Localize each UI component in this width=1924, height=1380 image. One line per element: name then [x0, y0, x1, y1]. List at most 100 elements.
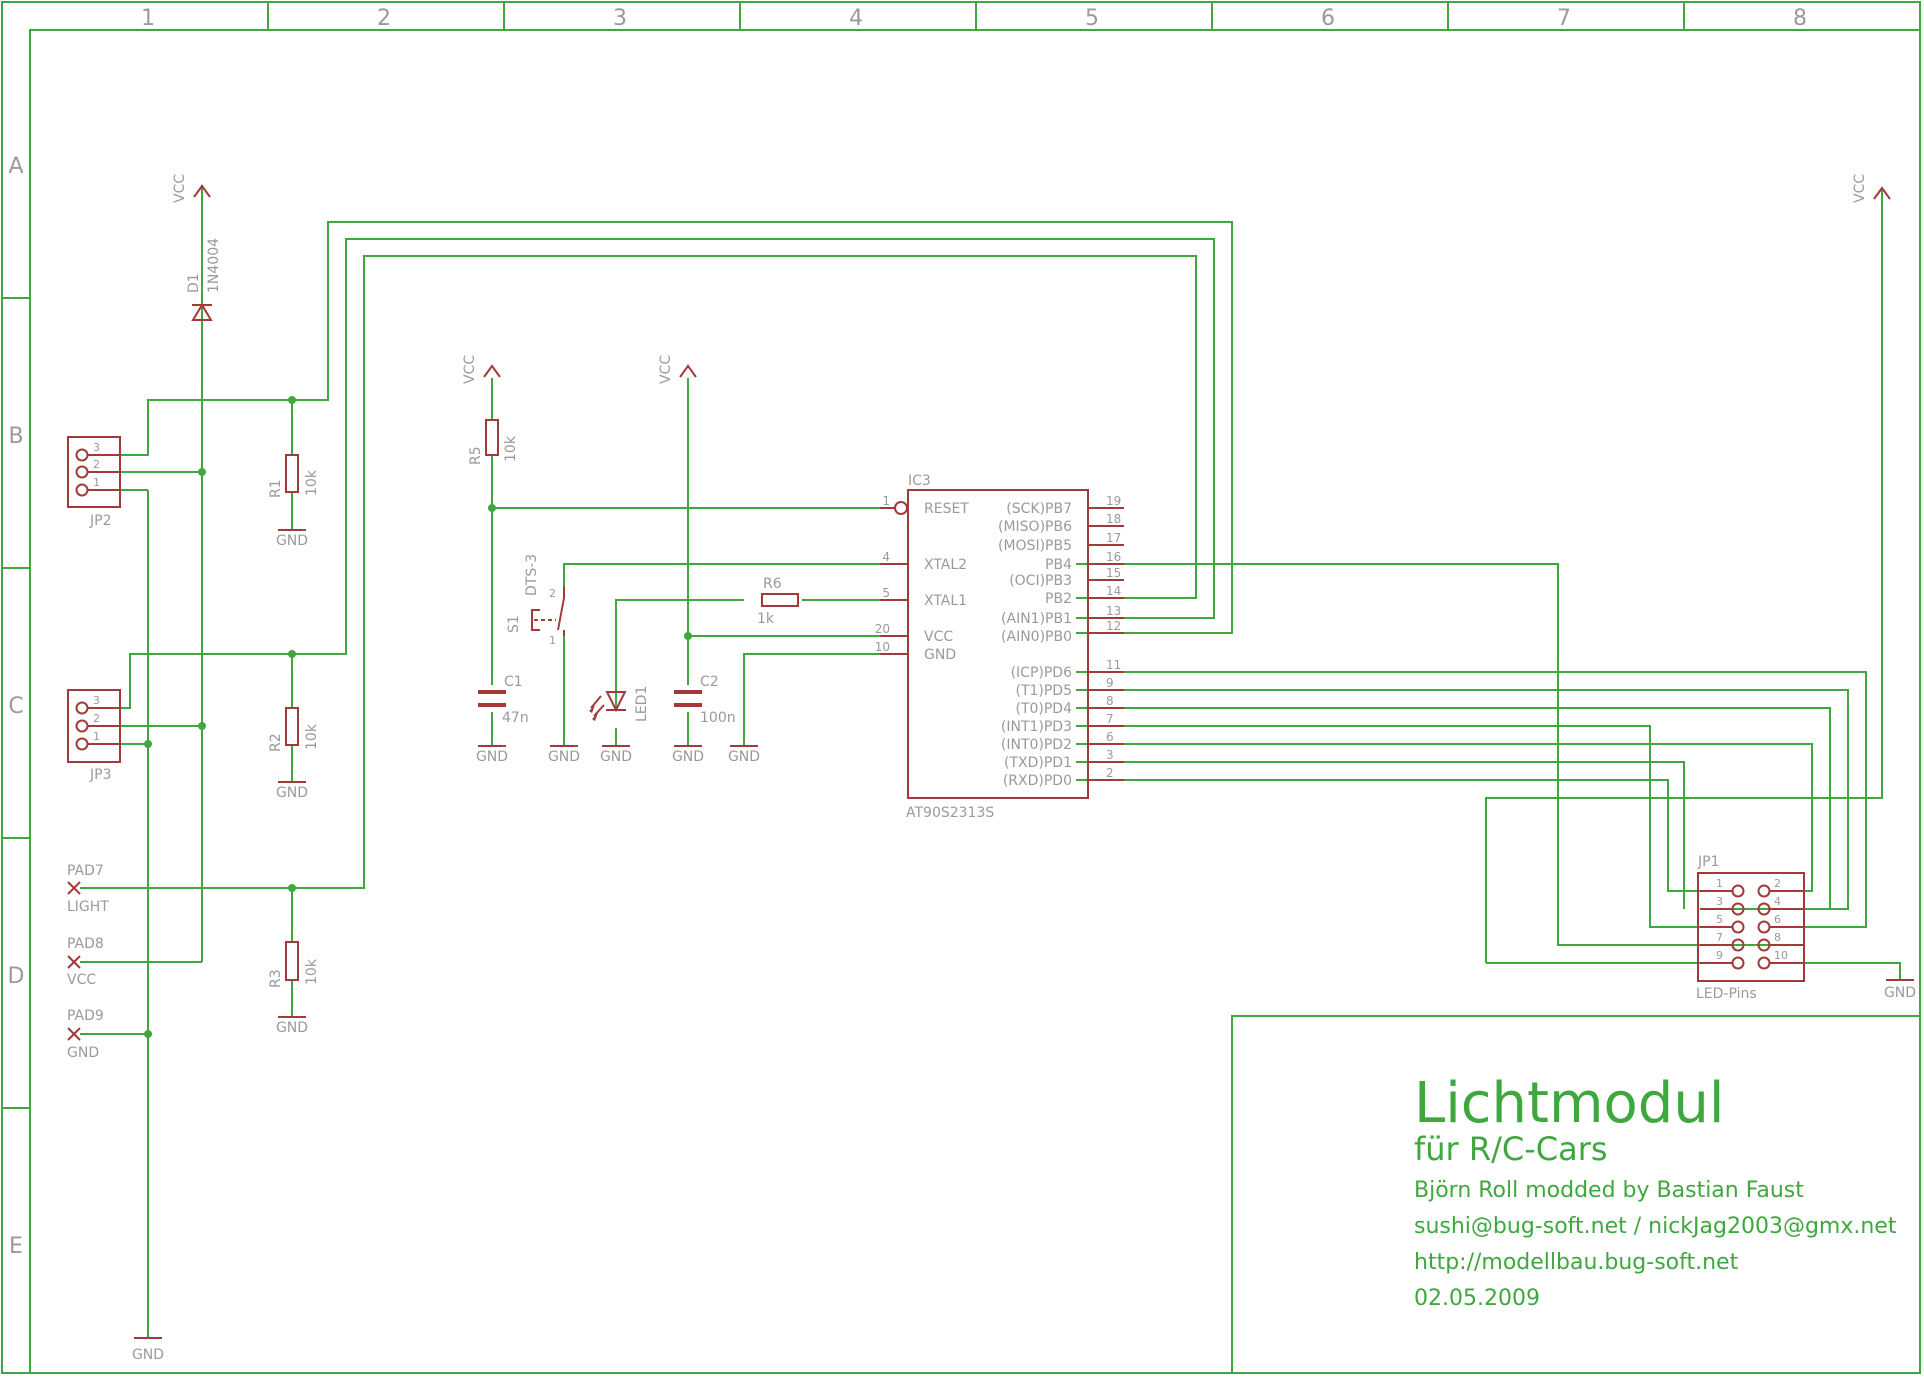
svg-text:XTAL1: XTAL1 — [924, 593, 967, 609]
svg-text:C1: C1 — [504, 674, 523, 690]
svg-text:2: 2 — [1106, 766, 1114, 780]
frame-col-1: 1 — [141, 6, 155, 31]
svg-text:PAD9: PAD9 — [67, 1008, 104, 1024]
svg-text:C2: C2 — [700, 674, 719, 690]
frame-col-7: 7 — [1557, 6, 1571, 31]
gnd-c2: GND — [672, 745, 704, 765]
vcc-symbol-jp1: VCC — [1852, 174, 1891, 203]
svg-text:PB2: PB2 — [1045, 591, 1072, 607]
svg-text:JP2: JP2 — [89, 513, 111, 529]
svg-text:VCC: VCC — [462, 355, 478, 384]
svg-text:GND: GND — [276, 533, 308, 549]
svg-text:2: 2 — [93, 712, 100, 725]
svg-text:19: 19 — [1106, 494, 1121, 508]
capacitor-c2: C2 100n — [674, 674, 736, 726]
frame-row-d: D — [8, 964, 25, 989]
frame-col-4: 4 — [849, 6, 863, 31]
svg-text:2: 2 — [549, 587, 556, 600]
svg-text:5: 5 — [882, 586, 890, 600]
svg-text:1: 1 — [93, 476, 100, 489]
pad8: PAD8 VCC — [67, 936, 104, 988]
svg-text:4: 4 — [882, 550, 890, 564]
svg-text:(AIN0)PB0: (AIN0)PB0 — [1001, 629, 1072, 645]
svg-text:GND: GND — [728, 749, 760, 765]
gnd-ic: GND — [728, 745, 760, 765]
gnd-r2: GND — [276, 781, 308, 801]
svg-text:3: 3 — [1716, 895, 1723, 908]
svg-text:(T0)PD4: (T0)PD4 — [1015, 701, 1072, 717]
svg-text:10k: 10k — [304, 469, 320, 496]
svg-text:VCC: VCC — [67, 972, 96, 988]
gnd-rail: GND — [132, 1337, 164, 1363]
svg-text:DTS-3: DTS-3 — [524, 554, 540, 596]
resistor-r2: R2 10k — [268, 707, 320, 752]
resistor-r6: R6 1k — [757, 576, 799, 627]
author: Björn Roll modded by Bastian Faust — [1414, 1178, 1804, 1203]
svg-text:R5: R5 — [468, 446, 484, 465]
led-led1: LED1 — [589, 686, 650, 722]
svg-text:GND: GND — [1884, 985, 1916, 1001]
svg-text:1N4004: 1N4004 — [206, 238, 222, 293]
svg-text:GND: GND — [476, 749, 508, 765]
svg-text:17: 17 — [1106, 531, 1121, 545]
frame-col-3: 3 — [613, 6, 627, 31]
svg-text:8: 8 — [1774, 931, 1781, 944]
svg-text:JP1: JP1 — [1697, 854, 1719, 870]
svg-text:VCC: VCC — [658, 355, 674, 384]
svg-text:10: 10 — [875, 640, 890, 654]
capacitor-c1: C1 47n — [478, 674, 529, 726]
title-block: Lichtmodul für R/C-Cars Björn Roll modde… — [1414, 1071, 1897, 1311]
svg-text:1: 1 — [549, 634, 556, 647]
svg-text:1: 1 — [93, 730, 100, 743]
vcc-symbol-r5: VCC — [462, 355, 501, 384]
frame-row-labels: A B C D E — [8, 154, 25, 1259]
svg-text:GND: GND — [548, 749, 580, 765]
frame-col-8: 8 — [1793, 6, 1807, 31]
frame-row-e: E — [9, 1234, 23, 1259]
svg-text:GND: GND — [132, 1347, 164, 1363]
svg-text:7: 7 — [1716, 931, 1723, 944]
svg-text:9: 9 — [1716, 949, 1723, 962]
svg-text:RESET: RESET — [924, 501, 969, 517]
pad7: PAD7 LIGHT — [67, 863, 109, 915]
svg-text:20: 20 — [875, 622, 890, 636]
frame-row-a: A — [8, 154, 23, 179]
svg-text:LIGHT: LIGHT — [67, 899, 109, 915]
svg-text:GND: GND — [600, 749, 632, 765]
svg-text:D1: D1 — [186, 273, 202, 293]
resistor-r5: R5 10k — [468, 419, 519, 465]
switch-s1: 2 1 S1 DTS-3 — [506, 554, 565, 647]
header-jp3: 3 2 1 JP3 — [67, 689, 121, 783]
header-jp1: JP1 LED-Pins 1 3 5 7 9 2 4 6 8 10 — [1696, 854, 1805, 1002]
resistor-r1: R1 10k — [268, 454, 320, 498]
ic-ic3: IC3 AT90S2313S 1 RESET 4 XTAL2 5 XTAL1 2… — [875, 473, 1124, 821]
svg-text:GND: GND — [276, 785, 308, 801]
svg-text:GND: GND — [276, 1020, 308, 1036]
svg-text:(INT0)PD2: (INT0)PD2 — [1001, 737, 1072, 753]
svg-text:10k: 10k — [503, 435, 519, 462]
pad9: PAD9 GND — [67, 1008, 104, 1061]
frame-row-c: C — [8, 694, 23, 719]
svg-text:4: 4 — [1774, 895, 1781, 908]
gnd-r3: GND — [276, 1016, 308, 1036]
frame-col-2: 2 — [377, 6, 391, 31]
svg-text:(SCK)PB7: (SCK)PB7 — [1006, 501, 1072, 517]
svg-text:S1: S1 — [506, 615, 522, 633]
svg-text:R6: R6 — [763, 576, 782, 592]
frame-column-labels: 1 2 3 4 5 6 7 8 — [141, 6, 1807, 31]
frame-col-5: 5 — [1085, 6, 1099, 31]
svg-text:5: 5 — [1716, 913, 1723, 926]
frame-col-6: 6 — [1321, 6, 1335, 31]
svg-text:2: 2 — [93, 458, 100, 471]
svg-text:11: 11 — [1106, 658, 1121, 672]
svg-text:6: 6 — [1774, 913, 1781, 926]
svg-text:100n: 100n — [700, 710, 736, 726]
frame-row-b: B — [8, 424, 23, 449]
svg-text:10k: 10k — [304, 958, 320, 985]
svg-text:GND: GND — [672, 749, 704, 765]
vcc-symbol-c2: VCC — [658, 355, 697, 384]
svg-text:14: 14 — [1106, 584, 1121, 598]
